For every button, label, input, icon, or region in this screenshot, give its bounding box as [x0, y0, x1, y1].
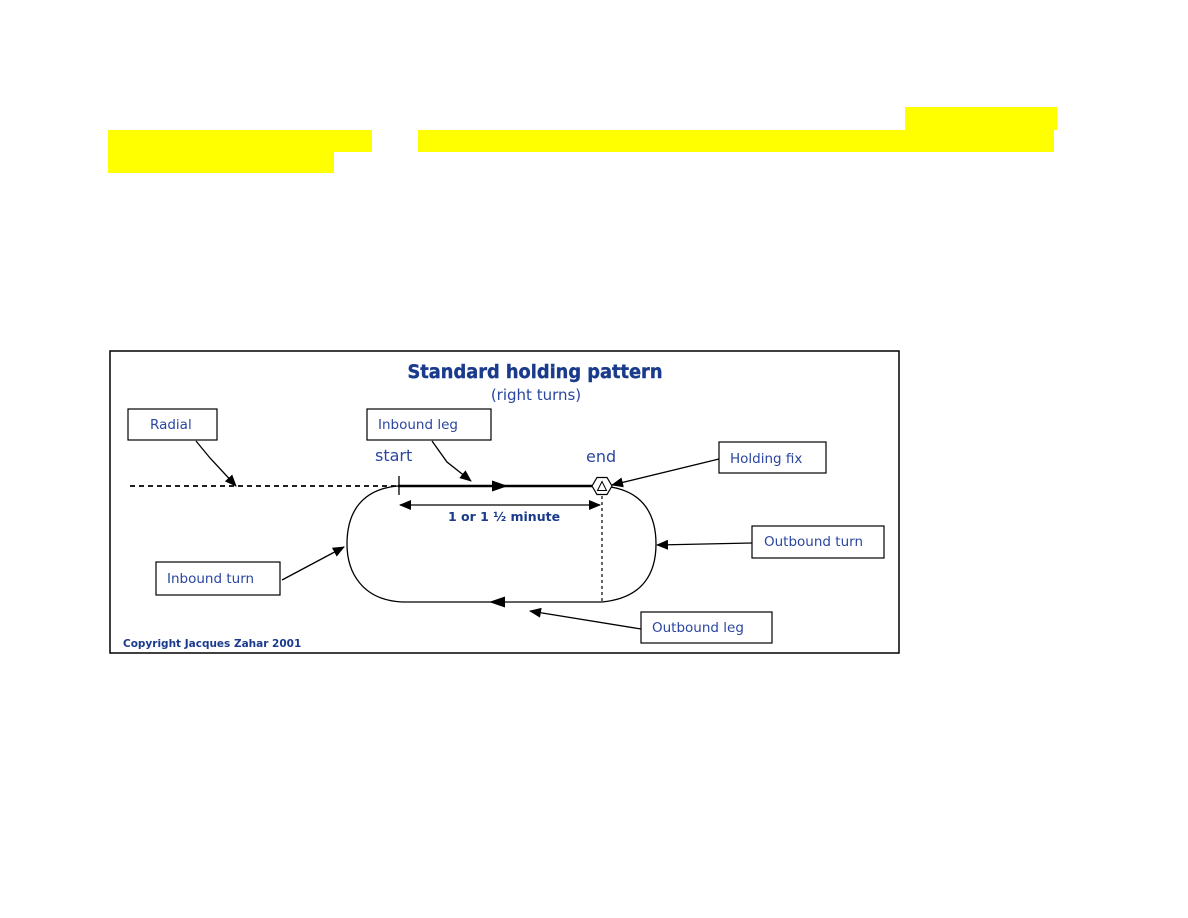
label-radial: Radial	[127, 408, 218, 441]
label-box	[155, 561, 281, 596]
label-radial-text: Radial	[150, 417, 192, 433]
label-box	[751, 525, 885, 559]
holding-fix-icon	[591, 476, 613, 496]
highlight-bar	[108, 130, 372, 152]
diagram-subtitle: (right turns)	[491, 386, 581, 404]
outbound-leg-pointer-arrow	[529, 607, 642, 630]
holding-fix-pointer-arrow	[611, 458, 720, 488]
label-holding-fix-text: Holding fix	[730, 451, 802, 467]
outbound-turn-pointer-arrow	[656, 539, 753, 550]
label-inbound-turn-text: Inbound turn	[167, 571, 254, 587]
label-outbound-leg-text: Outbound leg	[652, 620, 744, 636]
radial-pointer-arrow	[195, 440, 237, 487]
inbound-turn-pointer-arrow	[281, 546, 345, 581]
highlight-bar	[418, 130, 1054, 152]
label-box	[718, 441, 827, 474]
outbound-turn-path	[601, 485, 657, 603]
inbound-leg-direction-arrow	[492, 480, 508, 492]
copyright-text: Copyright Jacques Zahar 2001	[123, 638, 301, 650]
end-label: end	[586, 447, 616, 466]
label-outbound-turn-text: Outbound turn	[764, 534, 863, 550]
highlight-bars	[108, 107, 1057, 173]
label-inbound-leg-text: Inbound leg	[378, 417, 458, 433]
inbound-leg-pointer-arrow	[431, 440, 472, 482]
label-outbound-turn: Outbound turn	[751, 525, 885, 559]
label-box	[127, 408, 218, 441]
label-inbound-turn: Inbound turn	[155, 561, 281, 596]
label-holding-fix: Holding fix	[718, 441, 827, 474]
holding-pattern-diagram: Standard holding pattern (right turns) 1…	[109, 350, 900, 654]
inbound-turn-path	[346, 485, 403, 603]
highlight-bar	[108, 152, 334, 173]
label-box	[366, 408, 492, 441]
start-label: start	[375, 446, 412, 465]
label-inbound-leg: Inbound leg	[366, 408, 492, 441]
highlight-bar	[905, 107, 1057, 130]
duration-label: 1 or 1 ½ minute	[448, 509, 560, 524]
diagram-title: Standard holding pattern	[408, 361, 663, 383]
outbound-leg-direction-arrow	[489, 596, 505, 608]
label-box	[640, 611, 773, 644]
label-outbound-leg: Outbound leg	[640, 611, 773, 644]
